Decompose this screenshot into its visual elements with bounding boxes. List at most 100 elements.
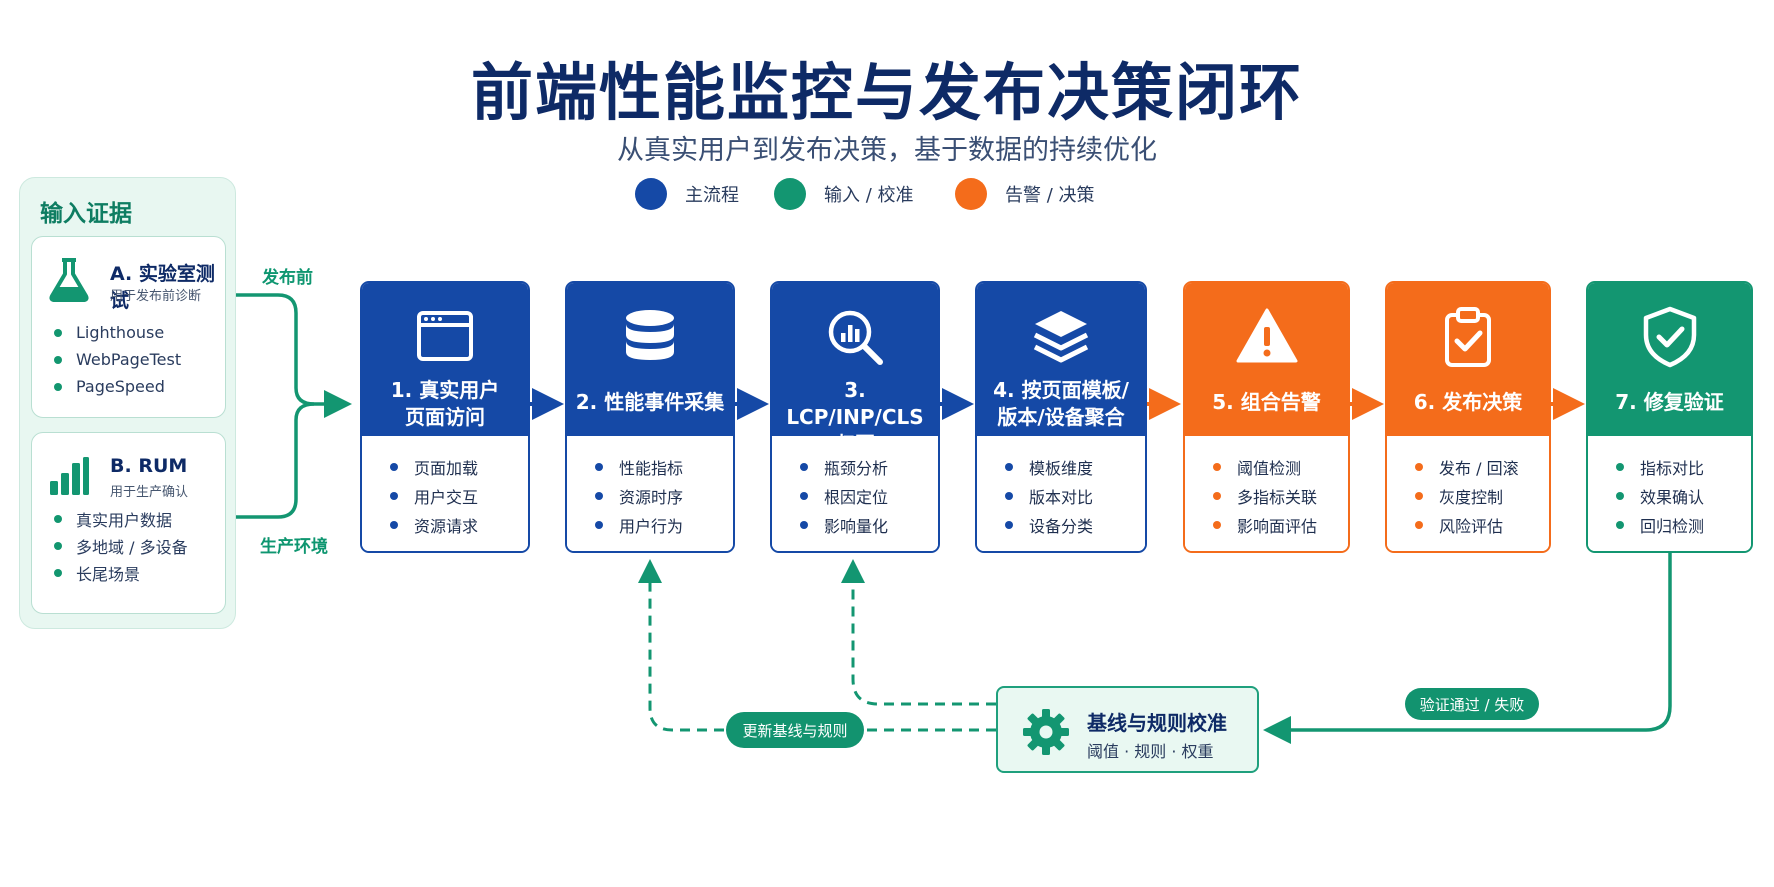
list-item: PageSpeed — [54, 373, 181, 400]
list-item: WebPageTest — [54, 346, 181, 373]
layers-icon — [1033, 311, 1089, 363]
step-title-line: 6. 发布决策 — [1413, 390, 1523, 414]
list-item: 影响量化 — [800, 510, 888, 539]
legend-label: 告警 / 决策 — [1005, 185, 1095, 206]
page-subtitle: 从真实用户到发布决策，基于数据的持续优化 — [617, 135, 1157, 166]
feedback-to-step2 — [638, 559, 996, 732]
rum-list: 真实用户数据 多地域 / 多设备 长尾场景 — [54, 505, 188, 586]
baseline-calibration-box: 基线与规则校准 阈值 · 规则 · 权重 — [996, 686, 1259, 773]
step-6-box: 6. 发布决策 发布 / 回滚灰度控制风险评估 — [1385, 281, 1551, 553]
list-item: 效果确认 — [1616, 481, 1704, 510]
step-7-box: 7. 修复验证 指标对比效果确认回归检测 — [1586, 281, 1753, 553]
step-title: 6. 发布决策 — [1395, 389, 1541, 416]
rum-subtitle: 用于生产确认 — [110, 485, 189, 500]
step-title: 4. 按页面模板/ 版本/设备聚合 — [985, 377, 1137, 431]
legend-dot — [635, 178, 667, 210]
step-title: 5. 组合告警 — [1193, 389, 1340, 416]
list-item: 根因定位 — [800, 481, 888, 510]
list-item: 瓶颈分析 — [800, 452, 888, 481]
shield-check-icon — [1643, 306, 1696, 368]
step-header: 7. 修复验证 — [1588, 283, 1751, 436]
legend-dot — [955, 178, 987, 210]
edge-label-production: 生产环境 — [260, 537, 328, 557]
list-item: 长尾场景 — [54, 559, 188, 586]
list-item: 设备分类 — [1005, 510, 1093, 539]
connector-lab-to-step1 — [236, 293, 352, 418]
step-title-line: 页面访问 — [405, 405, 485, 429]
step-title-line: 7. 修复验证 — [1615, 390, 1724, 414]
calibration-subtitle: 阈值 · 规则 · 权重 — [1087, 742, 1214, 761]
connector-rum-to-step1 — [236, 402, 315, 519]
step-header: 5. 组合告警 — [1185, 283, 1348, 436]
step-body: 指标对比效果确认回归检测 — [1588, 436, 1751, 551]
lab-test-card: A. 实验室测试 用于发布前诊断 Lighthouse WebPageTest … — [31, 236, 226, 418]
step-4-box: 4. 按页面模板/ 版本/设备聚合 模板维度版本对比设备分类 — [975, 281, 1147, 553]
flask-icon — [49, 258, 89, 302]
list-item: 多地域 / 多设备 — [54, 532, 188, 559]
step-2-box: 2. 性能事件采集 性能指标资源时序用户行为 — [565, 281, 735, 553]
list-item: Lighthouse — [54, 319, 181, 346]
legend-item-input: 输入 / 校准 — [774, 178, 914, 210]
legend-label: 主流程 — [685, 185, 739, 206]
step-5-box: 5. 组合告警 阈值检测多指标关联影响面评估 — [1183, 281, 1350, 553]
page-title: 前端性能监控与发布决策闭环 — [470, 56, 1303, 129]
update-baseline-pill: 更新基线与规则 — [726, 712, 864, 748]
step-header: 6. 发布决策 — [1387, 283, 1549, 436]
list-item: 用户行为 — [595, 510, 683, 539]
legend-item-alert: 告警 / 决策 — [955, 178, 1095, 210]
list-item: 灰度控制 — [1415, 481, 1519, 510]
lab-test-subtitle: 用于发布前诊断 — [110, 289, 202, 304]
list-item: 模板维度 — [1005, 452, 1093, 481]
calibration-title: 基线与规则校准 — [1087, 711, 1227, 735]
step-title: 2. 性能事件采集 — [575, 389, 725, 416]
list-item: 多指标关联 — [1213, 481, 1317, 510]
step-body: 性能指标资源时序用户行为 — [567, 436, 733, 551]
step-title: 1. 真实用户 页面访问 — [370, 377, 520, 431]
list-item: 风险评估 — [1415, 510, 1519, 539]
step-title-line: 4. 按页面模板/ — [993, 378, 1129, 402]
list-item: 用户交互 — [390, 481, 478, 510]
step-header: 1. 真实用户 页面访问 — [362, 283, 528, 436]
list-item: 回归检测 — [1616, 510, 1704, 539]
list-item: 页面加载 — [390, 452, 478, 481]
clipboard-check-icon — [1445, 307, 1491, 367]
bar-chart-icon — [50, 457, 89, 495]
step-header: 3. LCP/INP/CLS 归因 — [772, 283, 938, 456]
lab-test-list: Lighthouse WebPageTest PageSpeed — [54, 319, 181, 400]
step-title-line: 1. 真实用户 — [390, 378, 500, 402]
rum-card: B. RUM 用于生产确认 真实用户数据 多地域 / 多设备 长尾场景 — [31, 432, 226, 614]
step-header: 2. 性能事件采集 — [567, 283, 733, 436]
step-title-line: 2. 性能事件采集 — [575, 390, 725, 414]
list-item: 阈值检测 — [1213, 452, 1317, 481]
step-title-line: 版本/设备聚合 — [997, 405, 1125, 429]
feedback-to-step3 — [841, 559, 996, 706]
list-item: 影响面评估 — [1213, 510, 1317, 539]
step-title-line: 5. 组合告警 — [1212, 390, 1321, 414]
step-header: 4. 按页面模板/ 版本/设备聚合 — [977, 283, 1145, 436]
browser-window-icon — [417, 311, 473, 361]
step-1-box: 1. 真实用户 页面访问 页面加载用户交互资源请求 — [360, 281, 530, 553]
input-panel-title: 输入证据 — [40, 201, 132, 227]
list-item: 发布 / 回滚 — [1415, 452, 1519, 481]
lab-test-title: A. 实验室测试 — [110, 263, 215, 312]
legend-item-main: 主流程 — [635, 178, 739, 210]
step-body: 阈值检测多指标关联影响面评估 — [1185, 436, 1348, 551]
legend-dot — [774, 178, 806, 210]
gear-icon — [1023, 709, 1069, 755]
input-evidence-panel: 输入证据 A. 实验室测试 用于发布前诊断 Lighthouse WebPage… — [19, 177, 236, 629]
edge-label-before-release: 发布前 — [262, 268, 313, 288]
step-title-line: 3. LCP/INP/CLS — [786, 378, 924, 429]
database-icon — [626, 310, 674, 360]
verify-result-pill: 验证通过 / 失败 — [1405, 688, 1539, 720]
list-item: 资源请求 — [390, 510, 478, 539]
list-item: 性能指标 — [595, 452, 683, 481]
connector-step7-to-calibration — [1263, 553, 1672, 744]
list-item: 资源时序 — [595, 481, 683, 510]
step-body: 页面加载用户交互资源请求 — [362, 436, 528, 551]
list-item: 指标对比 — [1616, 452, 1704, 481]
step-body: 模板维度版本对比设备分类 — [977, 436, 1145, 551]
list-item: 版本对比 — [1005, 481, 1093, 510]
rum-title: B. RUM — [110, 455, 188, 477]
